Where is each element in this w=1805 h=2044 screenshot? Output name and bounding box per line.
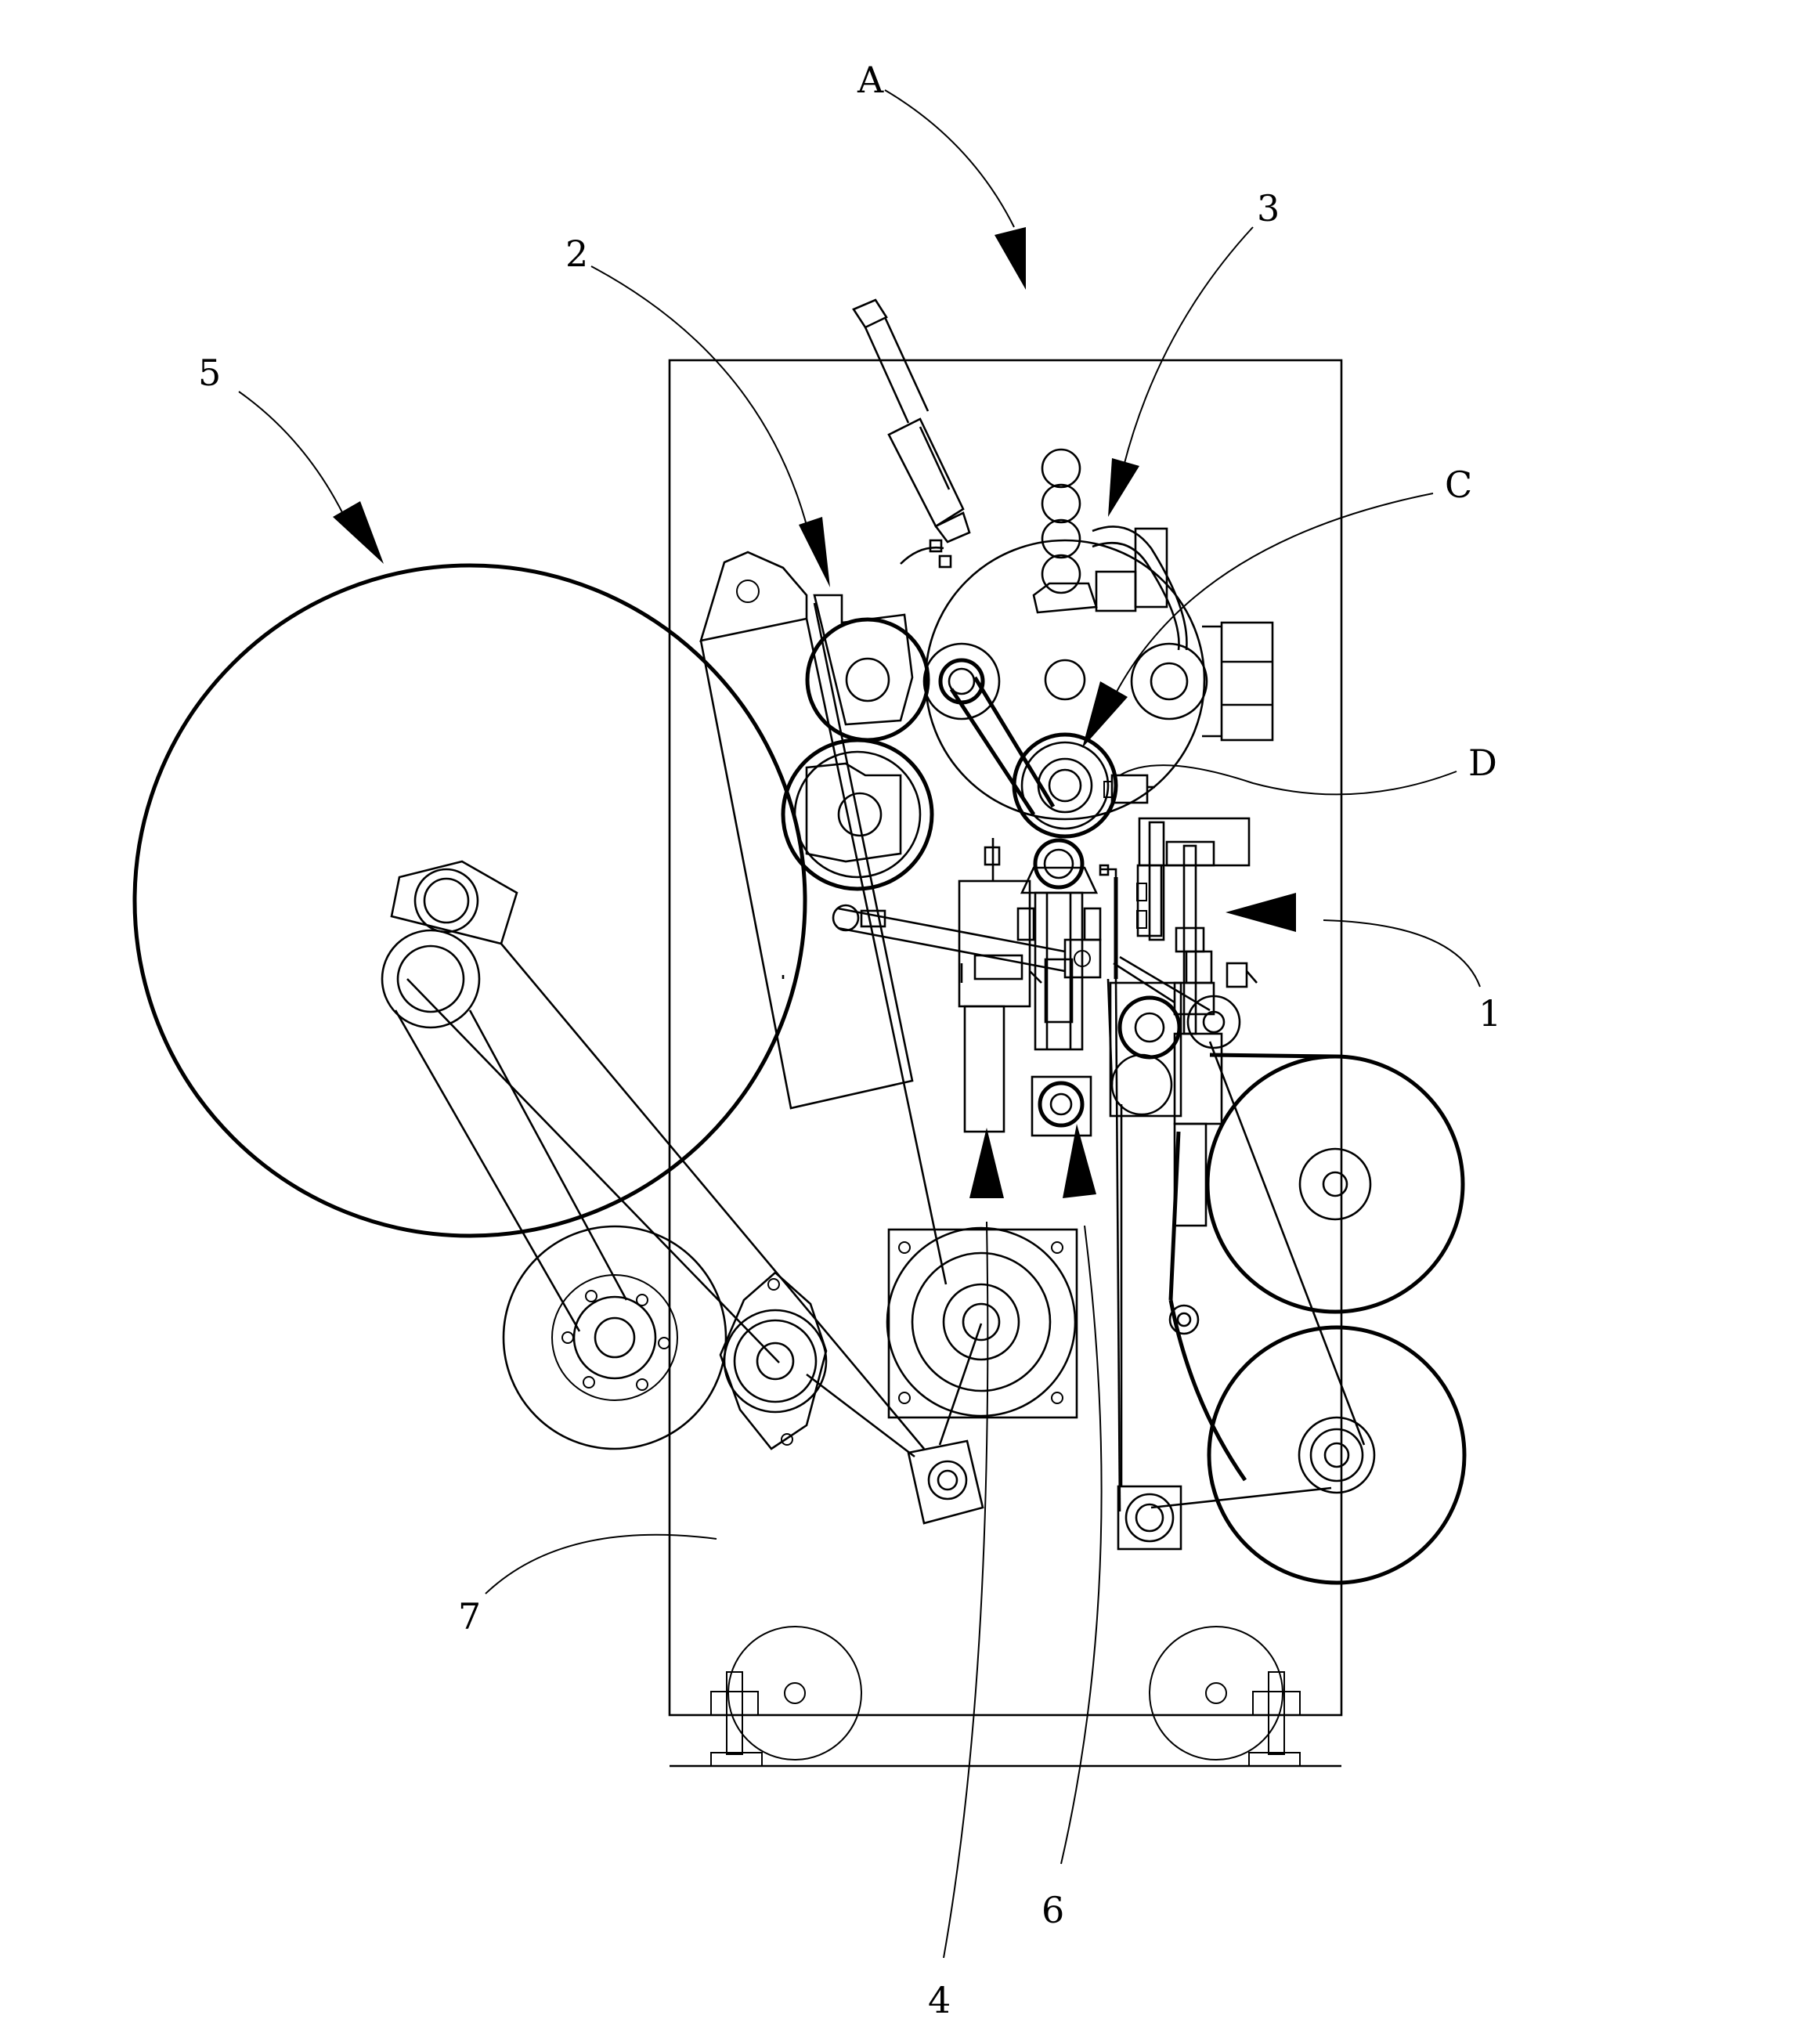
label-4: 4 [928, 1979, 951, 2021]
brake-disc [504, 1226, 726, 1449]
label-a: A [857, 59, 884, 101]
press-cylinder [959, 838, 1041, 1132]
arrow-c [1082, 681, 1128, 748]
waste-belt [1151, 1042, 1364, 1508]
arrow-3 [1108, 458, 1139, 517]
arrow-1 [1226, 893, 1296, 932]
arrow-5 [333, 501, 384, 564]
arrow-4 [969, 1128, 1004, 1198]
label-c: C [1445, 464, 1472, 506]
label-3: 3 [1257, 187, 1280, 229]
tension-block [807, 1324, 983, 1523]
arrow-2 [799, 517, 830, 587]
label-d: D [1468, 742, 1497, 784]
callout-labels: A 3 2 5 C D 1 7 6 4 [198, 59, 1501, 2021]
label-5: 5 [198, 352, 221, 394]
guide-rollers-left [783, 595, 932, 889]
rewind-roll-upper [1208, 1055, 1463, 1312]
label-web [1100, 865, 1120, 1511]
label-roll-stack [1034, 450, 1273, 740]
rewind-roll-lower [1209, 1327, 1464, 1583]
right-foot [1150, 1627, 1300, 1766]
sensor-block [1104, 775, 1155, 803]
arrow-a [995, 227, 1026, 290]
guide-arm [701, 552, 946, 1284]
label-2: 2 [565, 233, 588, 275]
label-7: 7 [458, 1595, 481, 1638]
label-1: 1 [1478, 992, 1501, 1035]
label-6: 6 [1041, 1889, 1064, 1931]
machine-frame [670, 360, 1341, 1766]
turret-disc [924, 540, 1207, 836]
unwind-swing-arm [382, 861, 924, 1449]
left-foot [711, 1627, 861, 1766]
drive-motor [887, 1228, 1077, 1417]
dancer-bearing [720, 1273, 826, 1449]
upper-cylinder [854, 300, 969, 567]
large-material-roll [135, 565, 805, 1236]
